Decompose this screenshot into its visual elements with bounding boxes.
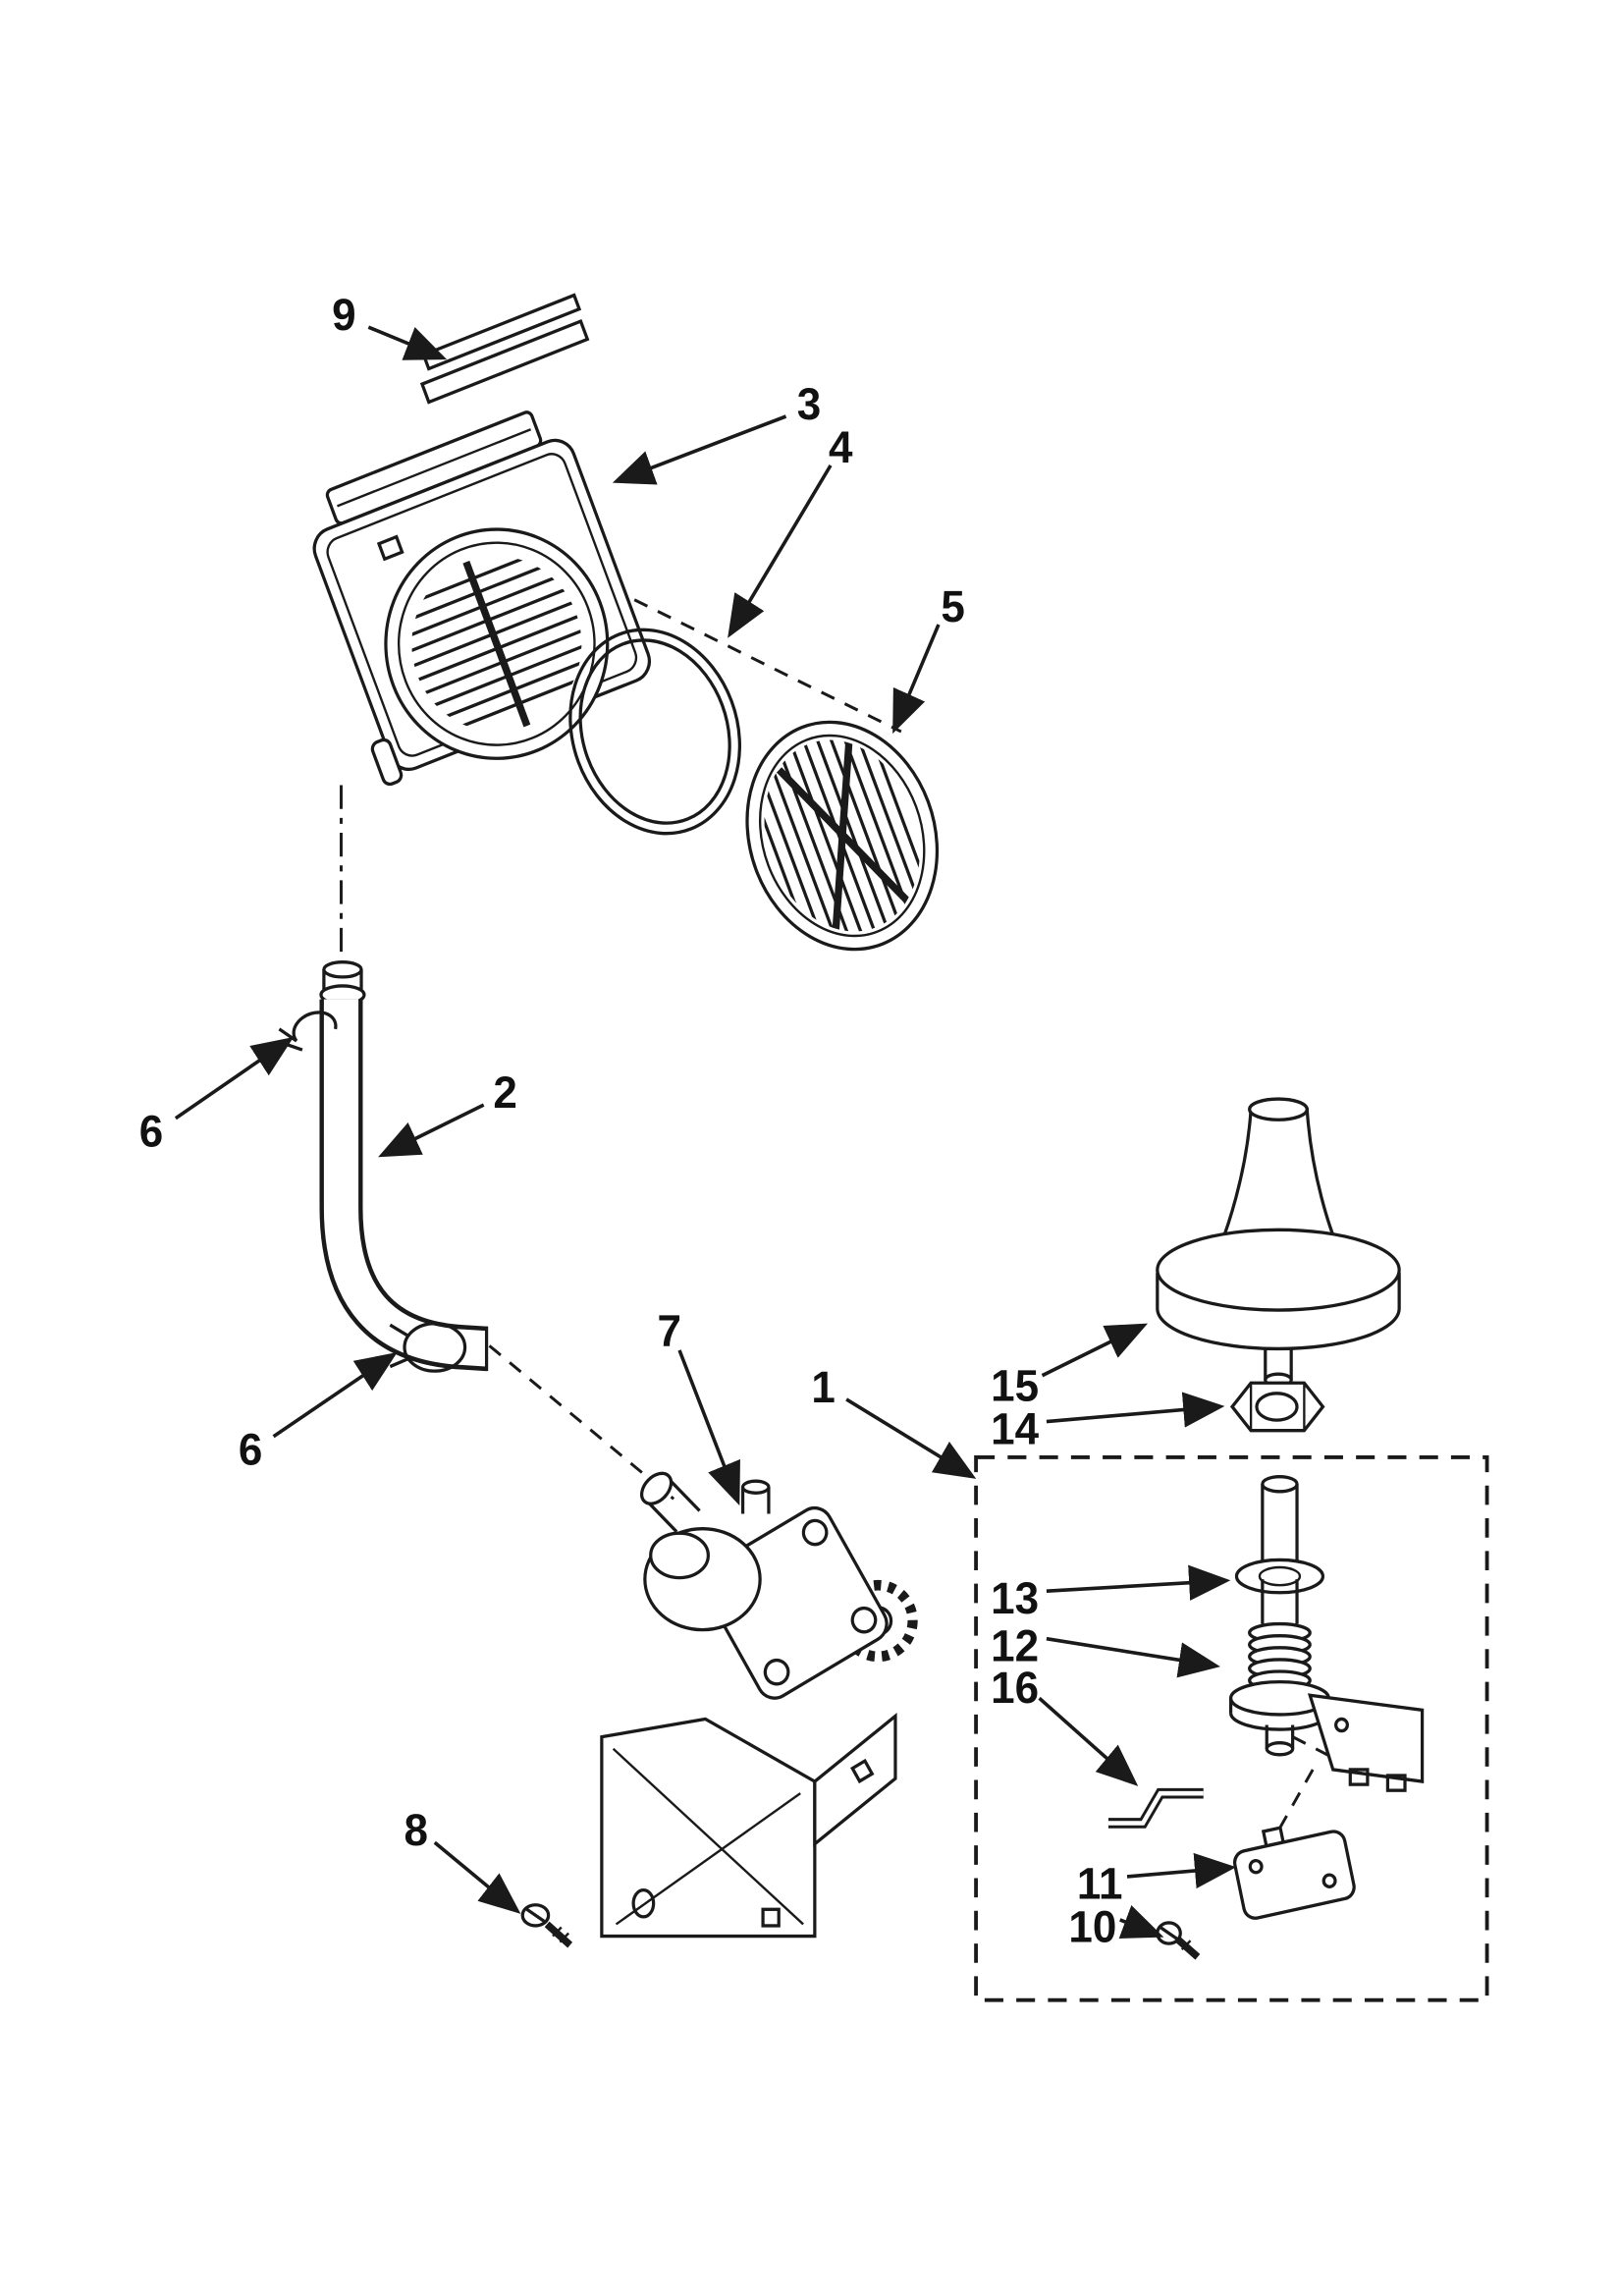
callout-13: 13	[991, 1574, 1039, 1623]
callout-15: 15	[991, 1362, 1039, 1411]
callout-labels: 9 3 4 5 6 2 6 7 1 15 14 13 12 16 11 10 8	[139, 292, 1123, 1952]
callout-3: 3	[797, 380, 821, 429]
part-15-funnel	[1156, 1097, 1401, 1388]
callout-16: 16	[991, 1664, 1039, 1713]
part-5-grille	[740, 716, 940, 956]
part-13-stem-washer	[1234, 1474, 1325, 1624]
part-4-gasket-ring	[568, 628, 741, 836]
fill-valve-dashed-box	[974, 1454, 1489, 2002]
callout-11: 11	[1077, 1860, 1122, 1909]
part-7-valve-assembly	[600, 1471, 918, 1939]
part-9-strip	[419, 293, 590, 405]
part-12-threaded-body	[1228, 1621, 1425, 1792]
leader-arrows	[174, 325, 1237, 1939]
part-2-hose	[319, 960, 489, 1372]
callout-10: 10	[1068, 1903, 1116, 1952]
callout-7: 7	[658, 1307, 681, 1356]
callout-12: 12	[991, 1622, 1039, 1671]
part-3-housing	[312, 410, 651, 787]
part-11-switch	[1233, 1826, 1356, 1920]
callout-9: 9	[332, 292, 355, 341]
callout-8: 8	[404, 1807, 427, 1856]
part-14-nut	[1229, 1381, 1325, 1433]
callout-6-upper: 6	[139, 1108, 163, 1157]
callout-1: 1	[811, 1363, 835, 1412]
part-16-wire	[1107, 1787, 1204, 1829]
part-8-screw	[520, 1903, 573, 1948]
callout-5: 5	[941, 582, 964, 631]
callout-4: 4	[829, 423, 853, 472]
part-10-screw	[1156, 1921, 1201, 1960]
callout-2: 2	[493, 1068, 516, 1118]
callout-6-lower: 6	[239, 1426, 262, 1475]
callout-14: 14	[991, 1405, 1039, 1454]
